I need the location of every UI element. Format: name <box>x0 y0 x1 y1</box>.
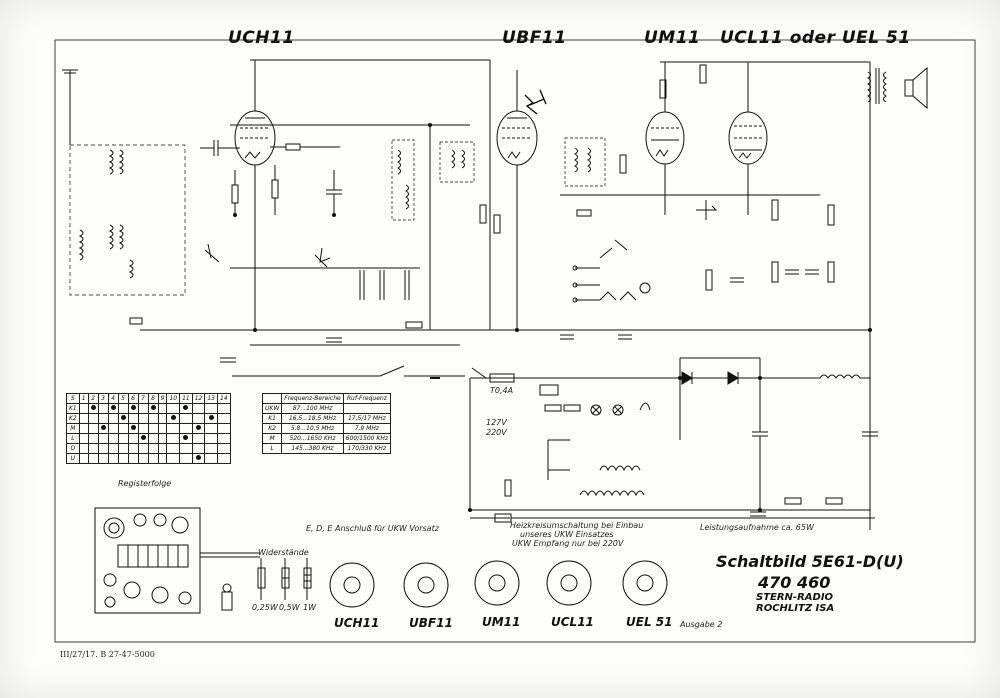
freq-range: 87...100 MHz <box>281 403 344 414</box>
freq-cal: 7,9 MHz <box>342 423 391 434</box>
switch-col-header: 13 <box>204 393 218 404</box>
power-supply <box>469 62 878 530</box>
rectifier-diode-1 <box>681 371 693 385</box>
switch-col-header: 6 <box>127 393 139 404</box>
freq-header: Ruf-Frequenz <box>342 393 391 404</box>
tube-uch11 <box>234 60 276 330</box>
junction-dots <box>233 123 872 512</box>
switch-row-label: O <box>66 443 80 454</box>
title-block: Schaltbild 5E61-D(U) 470 460 STERN-RADIO… <box>716 552 904 614</box>
if-filters <box>391 137 606 221</box>
drawing-number: 470 460 <box>758 573 831 592</box>
switch-col-header: 3 <box>97 393 109 404</box>
schematic-title: Schaltbild 5E61-D(U) <box>716 552 904 571</box>
switch-col-header: 14 <box>216 393 231 404</box>
page-frame <box>54 39 976 643</box>
tube-label-uch11: UCH11 <box>228 28 295 48</box>
switch-col-header: 7 <box>137 393 149 404</box>
socket-label-um11: UM11 <box>482 615 521 629</box>
freq-range: 5,8...10,5 MHz <box>281 423 344 434</box>
switch-col-header: 9 <box>157 393 168 404</box>
socket-label-uel51: UEL 51 <box>626 615 673 629</box>
print-code: III/27/17. B 27-47-5000 <box>60 650 155 659</box>
switch-col-header: 8 <box>147 393 159 404</box>
tube-label-ubf11: UBF11 <box>502 28 567 48</box>
voltage-127-label: 127V <box>486 418 507 427</box>
rectifier-diode-2 <box>727 371 739 385</box>
switch-row-label: M <box>66 423 80 434</box>
socket-label-ucl11: UCL11 <box>551 615 594 629</box>
ausgabe-label: Ausgabe 2 <box>680 620 723 629</box>
wattage-symbols <box>257 558 312 600</box>
freq-cal: 170/330 KHz <box>342 443 391 454</box>
company-name: STERN-RADIO <box>756 592 834 603</box>
freq-header <box>261 393 283 404</box>
tube-ubf11 <box>496 70 547 330</box>
socket-label-ubf11: UBF11 <box>409 616 453 630</box>
heater-note-2: unseres UKW Einsatzes <box>520 530 614 539</box>
heater-note-3: UKW Empfang nur bei 220V <box>512 539 624 548</box>
ukw-terminals <box>572 239 651 303</box>
switch-row-label: U <box>66 453 80 464</box>
switch-col-header: 10 <box>166 393 181 404</box>
tube-label-um11: UM11 <box>644 28 701 48</box>
freq-range: 16,5...18,5 MHz <box>281 413 344 424</box>
output-transformer <box>867 66 928 110</box>
ukw-connection-note: E, D, E Anschluß für UKW Vorsatz <box>306 524 439 533</box>
choke-coil <box>819 374 861 379</box>
wattage-025: 0,25W <box>252 603 278 612</box>
passive-components <box>129 64 835 363</box>
chassis-layout <box>94 507 260 614</box>
freq-cal: 600/1500 KHz <box>342 433 391 444</box>
switch-row-label: L <box>66 433 80 444</box>
freq-range: 520...1650 KHz <box>281 433 344 444</box>
switch-row-label: K2 <box>66 413 80 424</box>
fuse-label: T0,4A <box>490 386 514 395</box>
switch-col-header: 4 <box>107 393 119 404</box>
wattage-05: 0,5W <box>279 603 300 612</box>
freq-cal <box>342 403 391 414</box>
input-coils <box>62 69 186 296</box>
tube-um11 <box>645 62 685 215</box>
freq-header: Frequenz-Bereiche <box>281 393 344 404</box>
switch-col-header: 2 <box>87 393 99 404</box>
voltage-220-label: 220V <box>486 428 507 437</box>
switch-col-header: S <box>66 393 80 404</box>
switch-register-table: S 1 2 3 4 5 6 7 8 9 10 11 12 13 14 K1 K2… <box>66 393 231 464</box>
tube-label-ucl11-uel51: UCL11 oder UEL 51 <box>720 28 911 48</box>
socket-label-uch11: UCH11 <box>334 616 380 630</box>
freq-band: L <box>261 443 283 454</box>
tube-sockets <box>329 560 668 608</box>
tube-ucl11 <box>728 62 768 215</box>
switch-col-header: 11 <box>179 393 193 404</box>
freq-band: M <box>261 433 283 444</box>
wattage-1: 1W <box>303 603 316 612</box>
company-city: ROCHLITZ ISA <box>756 603 835 614</box>
switch-row-label: K1 <box>66 403 80 414</box>
switch-col-header: 1 <box>78 393 89 404</box>
register-caption: Registerfolge <box>118 479 172 488</box>
fuse <box>489 373 515 383</box>
power-note: Leistungsaufnahme ca. 65W <box>700 523 814 532</box>
heater-note-1: Heizkreisumschaltung bei Einbau <box>510 521 644 530</box>
switch-col-header: 12 <box>191 393 206 404</box>
speaker-icon <box>912 66 928 110</box>
widerstaende-label: Widerstände <box>258 548 309 557</box>
freq-band: UKW <box>261 403 283 414</box>
freq-band: K2 <box>261 423 283 434</box>
freq-range: 145...380 KHz <box>281 443 344 454</box>
freq-band: K1 <box>261 413 283 424</box>
switch-col-header: 5 <box>117 393 129 404</box>
freq-cal: 17,5/17 MHz <box>342 413 391 424</box>
